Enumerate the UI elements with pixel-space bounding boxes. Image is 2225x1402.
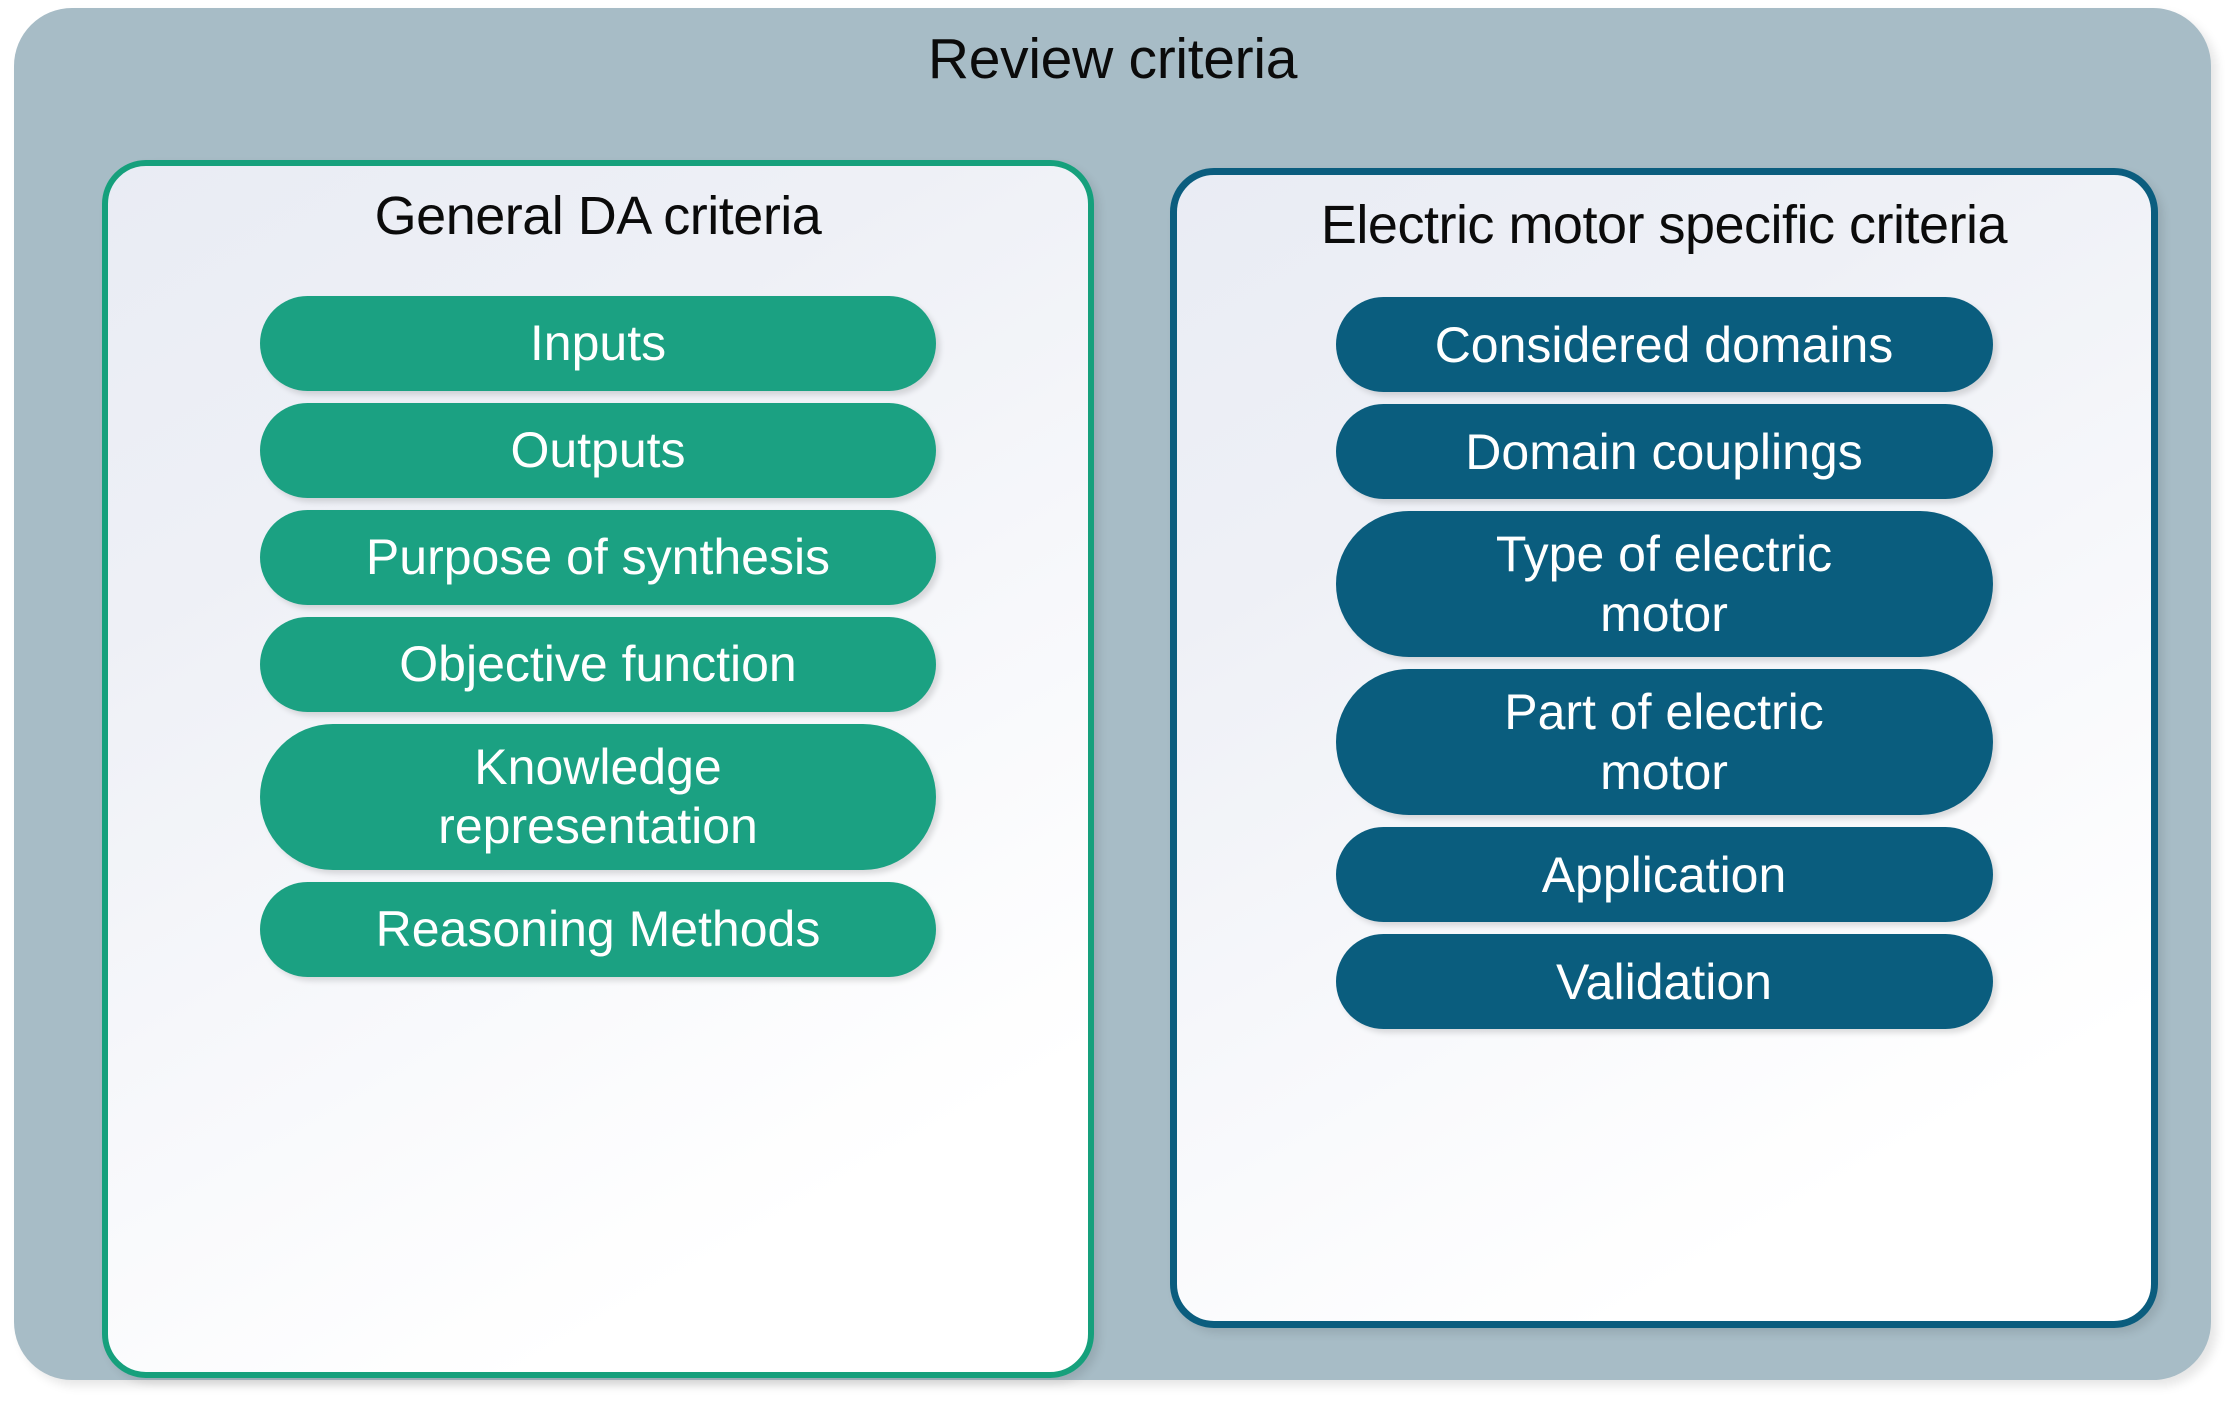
criterion-pill-part-of-electric-motor[interactable]: Part of electric motor <box>1335 669 1993 815</box>
review-criteria-container: Review criteria General DA criteria Inpu… <box>14 8 2211 1380</box>
criterion-label: Considered domains <box>1434 316 1894 373</box>
pill-list-general-da-criteria: Inputs Outputs Purpose of synthesis Obje… <box>108 296 1088 989</box>
panel-title-electric-motor-specific-criteria: Electric motor specific criteria <box>1320 195 2008 255</box>
criterion-pill-objective-function[interactable]: Objective function <box>260 617 936 712</box>
criterion-label: Application <box>1541 846 1787 903</box>
criterion-pill-outputs[interactable]: Outputs <box>260 403 936 498</box>
criterion-pill-domain-couplings[interactable]: Domain couplings <box>1335 404 1993 499</box>
criterion-label: Validation <box>1556 953 1772 1010</box>
page-title: Review criteria <box>927 27 1298 91</box>
criterion-label: Purpose of synthesis <box>365 529 831 585</box>
criterion-label: Objective function <box>399 636 797 692</box>
panel-electric-motor-specific-criteria: Electric motor specific criteria Conside… <box>1170 168 2158 1328</box>
criterion-pill-application[interactable]: Application <box>1335 827 1993 922</box>
criterion-pill-type-of-electric-motor[interactable]: Type of electric motor <box>1335 511 1993 657</box>
panel-general-da-criteria: General DA criteria Inputs Outputs Purpo… <box>102 160 1094 1378</box>
criterion-label: Inputs <box>529 315 667 371</box>
criterion-label: Outputs <box>510 422 686 478</box>
criterion-pill-purpose-of-synthesis[interactable]: Purpose of synthesis <box>260 510 936 605</box>
criterion-pill-inputs[interactable]: Inputs <box>260 296 936 391</box>
panel-title-general-da-criteria: General DA criteria <box>374 186 822 246</box>
criterion-pill-validation[interactable]: Validation <box>1335 934 1993 1029</box>
pill-list-electric-motor-specific-criteria: Considered domains Domain couplings Type… <box>1177 297 2151 1041</box>
criterion-pill-considered-domains[interactable]: Considered domains <box>1335 297 1993 392</box>
criterion-pill-knowledge-representation[interactable]: Knowledge representation <box>260 724 936 870</box>
criterion-pill-reasoning-methods[interactable]: Reasoning Methods <box>260 882 936 977</box>
criterion-label: Knowledge representation <box>438 739 758 854</box>
criterion-label: Part of electric motor <box>1504 684 1824 800</box>
criterion-label: Type of electric motor <box>1495 526 1833 642</box>
criterion-label: Reasoning Methods <box>375 901 821 957</box>
criterion-label: Domain couplings <box>1465 423 1863 480</box>
